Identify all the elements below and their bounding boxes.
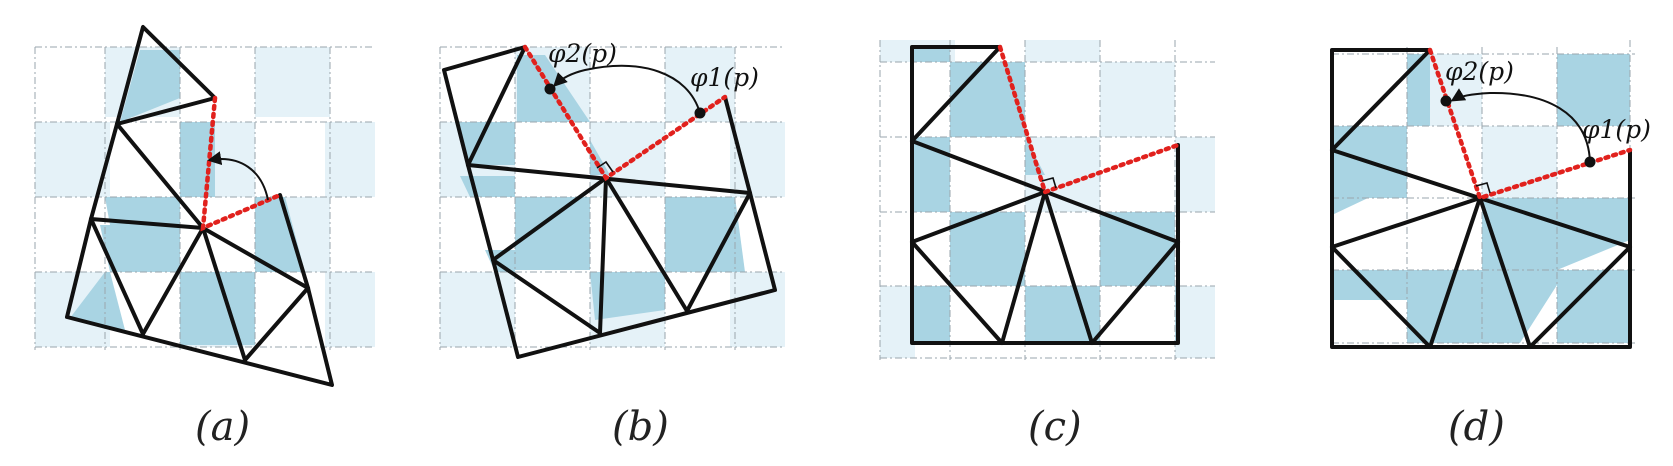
panel-c-caption: (c): [1028, 404, 1082, 450]
panel-b-grid: [439, 46, 785, 350]
panel-c-cut-seam: [997, 44, 1181, 195]
panel-b-caption: (b): [612, 404, 669, 450]
panel-a: (a): [34, 25, 375, 450]
panel-b-triangulation: [442, 45, 777, 359]
panel-b-label-phi2: φ2(p): [548, 39, 617, 68]
panel-c: (c): [879, 40, 1215, 450]
panel-d-rotation-arrow: [1450, 88, 1591, 163]
panel-d-right-angle-mark: [1475, 182, 1491, 194]
panel-a-caption: (a): [195, 404, 250, 450]
panel-d: φ2(p) φ1(p) (d): [1330, 40, 1651, 450]
panel-b-label-phi1: φ1(p): [690, 63, 759, 92]
panel-c-right-angle-mark: [1041, 177, 1057, 189]
panel-b: φ2(p) φ1(p) (b): [439, 39, 785, 450]
panel-d-label-phi1: φ1(p): [1582, 115, 1651, 144]
panel-a-rotation-arrow: [207, 151, 269, 201]
panel-d-point-phi2: [1440, 95, 1452, 107]
panel-c-mesh-tiles: [912, 47, 1178, 343]
panel-d-caption: (d): [1448, 404, 1505, 450]
panel-b-point-phi1: [694, 107, 706, 119]
panel-a-grid: [34, 46, 375, 350]
panel-c-grid: [879, 40, 1215, 360]
panel-b-rotation-arrow: [553, 64, 701, 114]
panel-d-point-phi1: [1584, 156, 1596, 168]
panel-b-point-phi2: [544, 83, 556, 95]
panel-d-label-phi2: φ2(p): [1445, 57, 1514, 86]
panel-b-right-angle-mark: [596, 160, 614, 173]
panel-a-cut-seam: [200, 95, 283, 232]
panel-c-triangulation: [910, 45, 1180, 345]
panel-d-triangulation: [1330, 48, 1632, 349]
panel-a-triangulation: [65, 25, 334, 387]
